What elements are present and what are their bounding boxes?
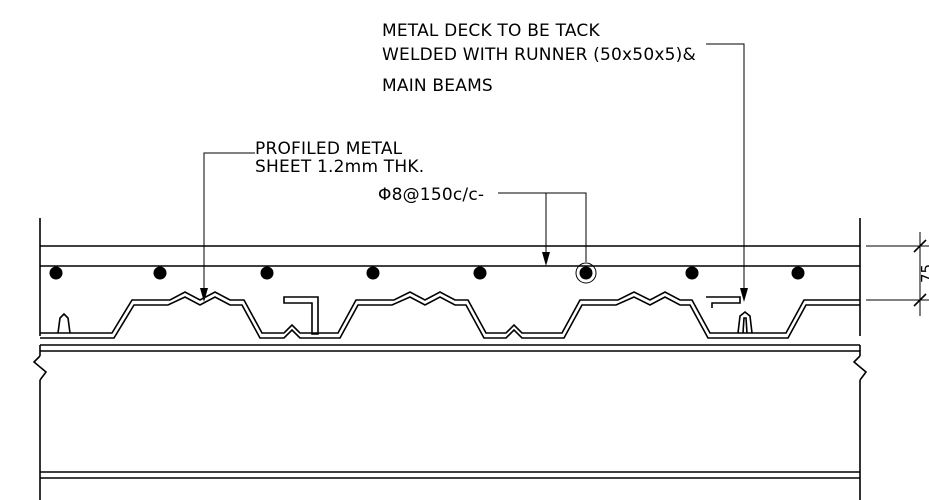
deck-weld-note: METAL DECK TO BE TACK WELDED WITH RUNNER… — [382, 21, 696, 96]
deck-profile-top — [40, 291, 860, 334]
dimension-tick-bottom — [913, 293, 927, 307]
shear-stud-inner — [742, 317, 748, 334]
dimension-tick-top — [913, 239, 927, 253]
shear-stud — [737, 310, 753, 334]
deck-weld-note-line-3: MAIN BEAMS — [382, 76, 493, 96]
shear-stud — [57, 312, 71, 334]
slab — [39, 218, 861, 336]
rebar-dot — [366, 266, 380, 280]
break-mark-left — [32, 355, 48, 381]
deck-weld-note-line-1: METAL DECK TO BE TACK — [382, 21, 600, 41]
deck-weld-leader — [706, 43, 745, 300]
rebar-dot — [579, 266, 593, 280]
rebar-dot — [153, 266, 167, 280]
break-mark-right — [852, 355, 868, 381]
rebar-dot — [260, 266, 274, 280]
main-beam — [32, 344, 868, 500]
rebar-dot — [49, 266, 63, 280]
deck-profile-bottom — [40, 296, 860, 339]
runner-angle-right — [706, 296, 741, 308]
deck-weld-arrowhead — [740, 288, 748, 302]
cover-dimension: 75 — [866, 232, 929, 316]
profiled-sheet-arrowhead — [200, 288, 208, 302]
rebar-note: Φ8@150c/c- — [378, 185, 484, 205]
profiled-sheet-leader — [203, 152, 255, 300]
profiled-sheet-note-line-2: SHEET 1.2mm THK. — [255, 157, 424, 177]
runner-angle-left — [283, 296, 319, 335]
profiled-sheet-note: PROFILED METAL SHEET 1.2mm THK. — [255, 139, 424, 177]
rebar-dot — [791, 266, 805, 280]
leader-lines — [200, 43, 748, 302]
rebar-dot — [685, 266, 699, 280]
rebar-leader-arrowhead — [542, 252, 550, 266]
deck-weld-note-line-2: WELDED WITH RUNNER (50x50x5)& — [382, 45, 696, 65]
rebar-leader — [498, 192, 587, 262]
profiled-metal-deck — [40, 291, 860, 339]
rebar-highlight-ring — [575, 262, 597, 284]
rebar-dot — [473, 266, 487, 280]
profiled-sheet-note-line-1: PROFILED METAL — [255, 139, 403, 159]
rebar-bars — [49, 262, 805, 284]
dimension-value: 75 — [918, 264, 929, 283]
